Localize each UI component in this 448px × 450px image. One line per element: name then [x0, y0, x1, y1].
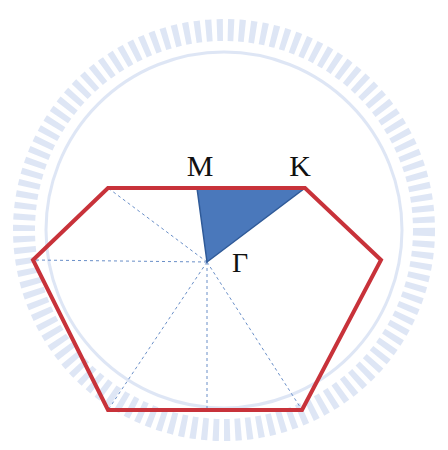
point-label: K — [287, 151, 313, 181]
hexagon-outline — [33, 188, 381, 410]
irreducible-zone — [197, 188, 305, 262]
point-label: Γ — [230, 249, 250, 277]
point-label: M — [185, 151, 216, 181]
watermark-seal — [24, 30, 424, 430]
